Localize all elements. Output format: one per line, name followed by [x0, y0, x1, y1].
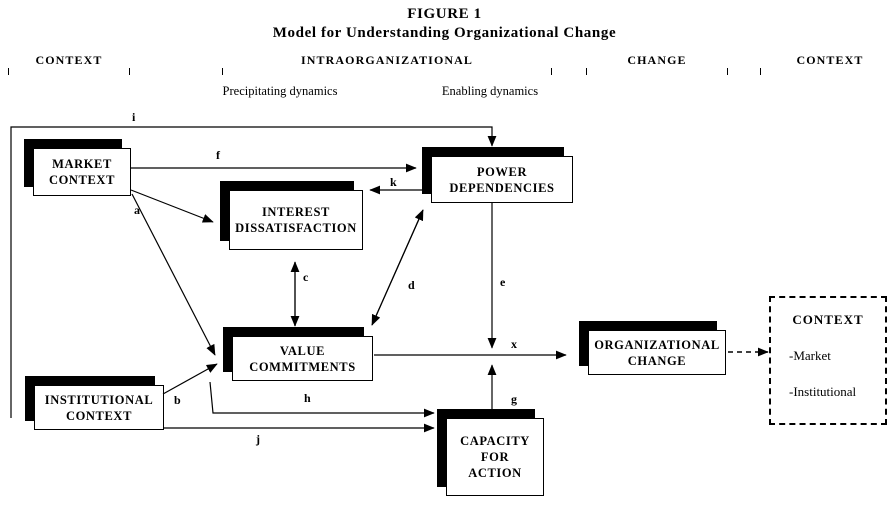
node-label-market-context: MARKET CONTEXT — [48, 157, 116, 187]
sublabel-precipitating-dynamics: Precipitating dynamics — [222, 84, 338, 98]
bracket-label-change: CHANGE — [586, 53, 728, 68]
edge-d-path-up — [371, 209, 424, 326]
bracket-label-intraorganizational: INTRAORGANIZATIONAL — [222, 53, 552, 68]
sublabel-enabling-dynamics: Enabling dynamics — [441, 84, 539, 98]
bracket-label-context-left: CONTEXT — [8, 53, 130, 68]
node-face: MARKET CONTEXT — [33, 148, 131, 196]
edge-label-i: i — [132, 110, 136, 124]
bracket-tick-left — [586, 64, 587, 75]
node-label-value-commitments: VALUE COMMITMENTS — [249, 343, 356, 374]
node-label-interest-dissatisfaction: INTEREST DISSATISFACTION — [235, 205, 357, 235]
node-label-institutional-context: INSTITUTIONAL CONTEXT — [44, 392, 154, 423]
bracket-tick-left — [760, 64, 761, 75]
edge-label-b: b — [174, 393, 181, 407]
outcome-item-market: -Market — [789, 348, 831, 363]
edge-label-a: a — [134, 203, 140, 217]
figure-number: FIGURE 1 — [407, 6, 482, 22]
edge-label-h: h — [304, 391, 311, 405]
outcome-context-title: CONTEXT — [792, 312, 864, 327]
edge-b-path — [162, 363, 218, 395]
node-power-dependencies[interactable]: POWER DEPENDENCIES — [422, 147, 573, 203]
node-market-context[interactable]: MARKET CONTEXT — [24, 139, 131, 196]
bracket-label-context-right: CONTEXT — [760, 53, 889, 68]
node-interest-dissatisfaction[interactable]: INTEREST DISSATISFACTION — [220, 181, 363, 250]
edge-a-lower-path — [131, 193, 216, 356]
edge-a-path — [130, 189, 214, 223]
edge-label-e: e — [500, 275, 506, 289]
node-institutional-context[interactable]: INSTITUTIONAL CONTEXT — [25, 376, 164, 430]
edge-label-c: c — [303, 270, 309, 284]
outcome-context-panel: CONTEXT -Market -Institutional — [769, 296, 887, 425]
outcome-item-institutional: -Institutional — [789, 384, 857, 399]
edge-label-x: x — [511, 337, 517, 351]
edge-label-d: d — [408, 278, 415, 292]
node-face: VALUE COMMITMENTS — [232, 336, 373, 381]
node-face: ORGANIZATIONAL CHANGE — [588, 330, 726, 375]
bracket-tick-left — [8, 64, 9, 75]
edge-label-g: g — [511, 392, 517, 406]
bracket-change: CHANGE — [586, 53, 728, 77]
node-value-commitments[interactable]: VALUE COMMITMENTS — [223, 327, 373, 381]
node-label-power-dependencies: POWER DEPENDENCIES — [449, 164, 555, 195]
edge-label-f: f — [216, 148, 220, 162]
node-face: POWER DEPENDENCIES — [431, 156, 573, 203]
node-label-organizational-change: ORGANIZATIONAL CHANGE — [594, 337, 720, 368]
bracket-context-right: CONTEXT — [760, 53, 889, 77]
bracket-intraorganizational: INTRAORGANIZATIONAL — [222, 53, 552, 77]
bracket-context-left: CONTEXT — [8, 53, 130, 77]
bracket-tick-right — [551, 64, 552, 75]
edge-h-path — [209, 381, 435, 418]
node-label-capacity-for-action: CAPACITY FOR ACTION — [460, 434, 530, 480]
edge-label-k: k — [390, 175, 397, 189]
node-face: INTEREST DISSATISFACTION — [229, 190, 363, 250]
node-face: CAPACITY FOR ACTION — [446, 418, 544, 496]
edge-d-path — [371, 209, 424, 326]
node-capacity-for-action[interactable]: CAPACITY FOR ACTION — [437, 409, 544, 496]
bracket-tick-left — [222, 64, 223, 75]
figure-title: Model for Understanding Organizational C… — [272, 25, 617, 41]
node-face: INSTITUTIONAL CONTEXT — [34, 385, 164, 430]
bracket-tick-right — [727, 64, 728, 75]
node-organizational-change[interactable]: ORGANIZATIONAL CHANGE — [579, 321, 726, 375]
edge-label-j: j — [256, 432, 260, 446]
bracket-tick-right — [129, 64, 130, 75]
